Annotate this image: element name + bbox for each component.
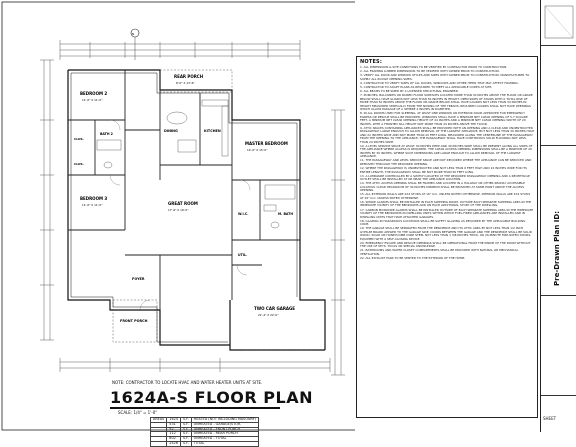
- note-item: 2. ALL FRAMING LUMBER DIMENSIONS TO BE V…: [360, 69, 500, 74]
- notes-title: NOTES:: [360, 59, 383, 65]
- note-item: 6. ALL BEAMS TO BE SIZED BY A LICENSED S…: [360, 88, 459, 93]
- room-dims-garage: 21'-4" X 22'-0": [258, 313, 279, 317]
- notes-panel: NOTES: 1. ALL DIMENSIONS & SITE CONDITIO…: [356, 56, 538, 418]
- kitchen-counters: [177, 99, 229, 157]
- bottom-dimension-lines: [59, 358, 331, 372]
- area-cell-unit: S.F.: [179, 441, 192, 447]
- note-item: 14. THE ATTIC ACCESS OPENING SHALL BE FR…: [360, 181, 525, 193]
- plan-id-label: Pre-Drawn Plan ID:: [553, 211, 561, 286]
- interior-walls: [68, 70, 300, 310]
- note-item: 22. ALL EXHAUST FANS TO BE VENTED TO THE…: [360, 255, 466, 260]
- note-item: 21. BATHROOMS AND WATER CLOSET COMPARTME…: [360, 248, 519, 256]
- room-dims-rear-porch: 8'-0" X 13'-6": [176, 81, 195, 85]
- note-item: 18. GLAZING IN HAZARDOUS LOCATIONS SHALL…: [360, 218, 526, 227]
- note-item: 9. ATTIC SPACES CONTAINING APPLIANCES SH…: [360, 125, 534, 144]
- room-label-bath2: BATH 2: [100, 132, 113, 136]
- note-item: 7. PORCHES, BALCONIES OR RAISED FLOOR SU…: [360, 93, 533, 112]
- door-swings: [109, 119, 251, 311]
- note-item: 20. EMERGENCY ESCAPE AND RESCUE OPENINGS…: [360, 240, 531, 249]
- drawing-title: 1624A-S FLOOR PLAN: [110, 388, 313, 407]
- room-label-bedroom2: BEDROOM 2: [80, 91, 107, 96]
- left-dimension-lines: [40, 59, 54, 341]
- note-item: 16. SMOKE ALARMS SHALL BE INSTALLED IN E…: [360, 199, 532, 208]
- room-label-clos2: CLOS.: [74, 162, 84, 166]
- title-block-sheet-cell: SHEET: [541, 395, 576, 432]
- note-item: 8. IN ALL ROOMS USED FOR SLEEPING, AT LE…: [360, 111, 528, 126]
- note-item: 10. A LEVEL SERVICE SPACE AT LEAST 30 IN…: [360, 143, 533, 159]
- bath-fixtures: [96, 139, 296, 229]
- note-item: 15. ALL EXTERIOR WALLS ARE 2X4 STUDS AT …: [360, 192, 531, 200]
- title-block-plan-id-cell: Pre-Drawn Plan ID:: [541, 145, 576, 295]
- room-label-front-porch: FRONT PORCH: [120, 319, 148, 323]
- note-item: 1. ALL DIMENSIONS & SITE CONDITIONS TO B…: [360, 65, 508, 69]
- note-item: 4. CONTRACTOR TO VERIFY SIZES OF ALL DOO…: [360, 80, 519, 85]
- floor-plan-drawing: BEDROOM 2 11'-0" X 11'-0" BATH 2 CLOS. C…: [1, 1, 355, 431]
- title-underline: [110, 407, 280, 409]
- front-porch-outline: [112, 299, 158, 343]
- room-dims-bedroom2: 11'-0" X 11'-0": [82, 98, 103, 102]
- room-label-dining: DINING: [164, 129, 178, 133]
- area-cell-desc: TOTAL: [190, 441, 260, 447]
- title-block-info-cell: [541, 45, 576, 145]
- room-label-rear-porch: REAR PORCH: [174, 74, 203, 79]
- company-logo: [544, 5, 574, 39]
- sheet-label: SHEET: [543, 416, 557, 421]
- room-dims-great-room: 17'-6" X 19'-0": [168, 208, 189, 212]
- sheet-border: [1, 1, 355, 431]
- room-label-clos1: CLOS.: [74, 137, 84, 141]
- room-label-wic: W.I.C.: [238, 212, 248, 216]
- room-label-master-bath: M. BATH: [278, 212, 293, 216]
- note-item: 12. WHERE THE PASSAGEWAY IS UNOBSTRUCTED…: [360, 166, 527, 174]
- note-item: 11. THE PASSAGEWAY AND LEVEL SERVICE SPA…: [360, 158, 532, 166]
- right-dimension-lines: [331, 109, 345, 376]
- area-cell-label: [149, 441, 168, 447]
- room-dims-master-bedroom: 14'-0" X 15'-0": [247, 148, 268, 152]
- room-label-kitchen: KITCHEN: [204, 129, 221, 133]
- dining-table: [166, 111, 188, 125]
- room-label-foyer: FOYER: [132, 277, 145, 281]
- room-dims-bedroom3: 11'-0" X 11'-0": [82, 203, 103, 207]
- top-dimension-lines: [59, 40, 301, 60]
- room-label-master-bedroom: MASTER BEDROOM: [245, 141, 288, 146]
- title-block-blank-cell: [541, 295, 576, 395]
- north-marker-label: N: [132, 32, 134, 36]
- note-item: 5. CONTRACTOR TO ADAPT PLANS AS REQUIRED…: [360, 84, 493, 89]
- rear-porch-outline: [159, 69, 233, 93]
- title-block: Pre-Drawn Plan ID: SHEET: [540, 0, 576, 432]
- note-item: 17. CARBON MONOXIDE ALARMS SHALL BE INST…: [360, 207, 534, 219]
- room-label-utility: UTIL.: [238, 253, 247, 257]
- room-label-bedroom3: BEDROOM 3: [80, 196, 107, 201]
- room-label-great-room: GREAT ROOM: [168, 201, 198, 206]
- notes-list: 1. ALL DIMENSIONS & SITE CONDITIONS TO B…: [360, 65, 534, 260]
- contractor-note: NOTE: CONTRACTOR TO LOCATE HVAC AND WATE…: [112, 380, 263, 385]
- note-item: 13. A LUMINAIRE CONTROLLED BY A SWITCH L…: [360, 173, 531, 182]
- room-label-garage: TWO CAR GARAGE: [254, 306, 295, 311]
- note-item: 19. THE GARAGE SHALL BE SEPARATED FROM T…: [360, 226, 532, 241]
- area-cell-value: 2426: [166, 441, 181, 447]
- title-block-logo-cell: [541, 0, 576, 45]
- note-item: 3. VERIFY ALL DOOR AND WINDOW STYLES AND…: [360, 73, 530, 81]
- scale-text: SCALE: 1/4" = 1'-0": [118, 410, 158, 415]
